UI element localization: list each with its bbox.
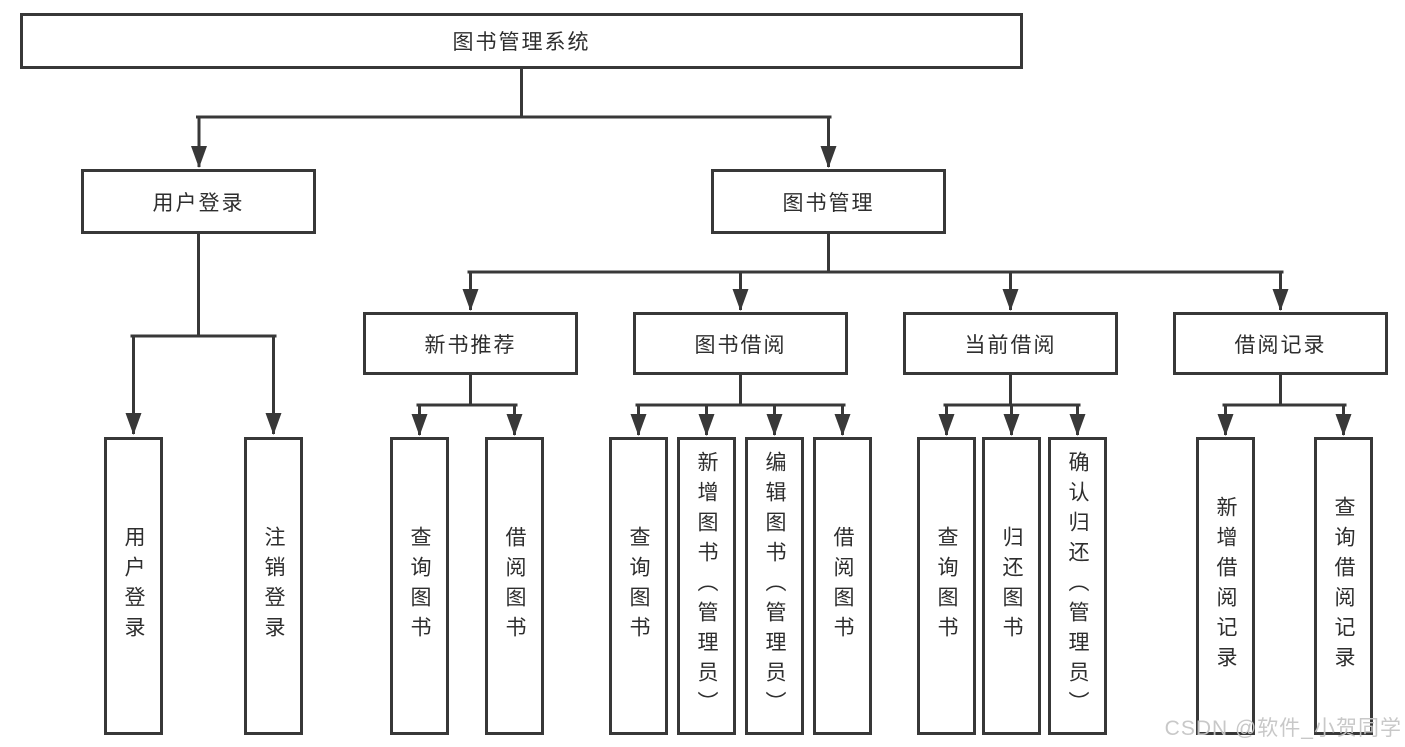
leaf-borrow-query-books: 查询图书 <box>609 437 668 735</box>
leaf-records-add-borrow-record: 新增借阅记录 <box>1196 437 1255 735</box>
node-label: 图书借阅 <box>694 333 787 357</box>
node-current-borrow: 当前借阅 <box>903 312 1118 375</box>
node-label: 查询借阅记录 <box>1332 496 1355 676</box>
node-label: 当前借阅 <box>964 333 1057 357</box>
connector-root <box>191 67 837 168</box>
leaf-logout-login: 注销登录 <box>244 437 303 735</box>
leaf-current-return-books: 归还图书 <box>982 437 1041 735</box>
node-label: 用户登录 <box>152 191 245 215</box>
leaf-records-query-borrow-record: 查询借阅记录 <box>1314 437 1373 735</box>
node-label: 借阅图书 <box>831 526 854 646</box>
leaf-user-login: 用户登录 <box>104 437 163 735</box>
connector-borrow-records <box>1217 373 1352 436</box>
node-label: 用户登录 <box>122 526 145 646</box>
leaf-recommend-query-books: 查询图书 <box>390 437 449 735</box>
node-label: 归还图书 <box>1000 526 1023 646</box>
leaf-borrow-edit-books-admin: 编辑图书（管理员） <box>745 437 804 735</box>
node-user-login: 用户登录 <box>81 169 316 234</box>
node-label: 借阅记录 <box>1234 333 1327 357</box>
connector-current-borrow <box>938 373 1086 436</box>
node-new-book-recommend: 新书推荐 <box>363 312 578 375</box>
csdn-watermark: CSDN @软件_小贺同学 <box>1164 717 1402 740</box>
node-label: 注销登录 <box>262 526 285 646</box>
leaf-borrow-add-books-admin: 新增图书（管理员） <box>677 437 736 735</box>
node-label: 借阅图书 <box>503 526 526 646</box>
node-label: 编辑图书（管理员） <box>763 451 786 721</box>
node-label: 查询图书 <box>627 526 650 646</box>
connector-new-book-recommend <box>411 373 523 436</box>
node-label: 查询图书 <box>408 526 431 646</box>
leaf-current-query-books: 查询图书 <box>917 437 976 735</box>
node-root-library-system: 图书管理系统 <box>20 13 1023 69</box>
node-label: 新增图书（管理员） <box>695 451 718 721</box>
node-label: 新书推荐 <box>424 333 517 357</box>
node-book-management: 图书管理 <box>711 169 946 234</box>
node-label: 图书管理系统 <box>452 31 591 54</box>
leaf-borrow-borrow-books: 借阅图书 <box>813 437 872 735</box>
node-borrow-records: 借阅记录 <box>1173 312 1388 375</box>
node-label: 新增借阅记录 <box>1214 496 1237 676</box>
connector-user-login <box>125 232 282 435</box>
node-label: 图书管理 <box>782 191 875 215</box>
leaf-recommend-borrow-books: 借阅图书 <box>485 437 544 735</box>
node-book-borrow: 图书借阅 <box>633 312 848 375</box>
node-label: 查询图书 <box>935 526 958 646</box>
connector-book-management <box>462 232 1289 311</box>
node-label: 确认归还（管理员） <box>1066 451 1089 721</box>
connector-book-borrow <box>630 373 851 436</box>
leaf-current-confirm-return-admin: 确认归还（管理员） <box>1048 437 1107 735</box>
